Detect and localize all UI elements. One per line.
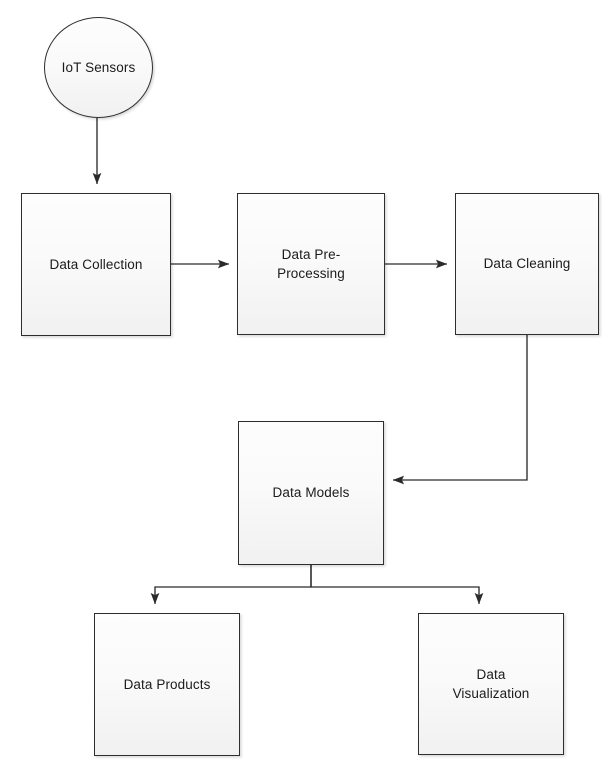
node-data-collection[interactable]: Data Collection — [21, 193, 171, 336]
node-label-iot-sensors: IoT Sensors — [61, 59, 136, 75]
edge-models-to-products — [150, 565, 312, 605]
node-label-data-models: Data Models — [272, 485, 350, 501]
node-data-products[interactable]: Data Products — [94, 613, 240, 756]
node-data-visualization[interactable]: Data Visualization — [418, 613, 564, 755]
node-data-pre-processing[interactable]: Data Pre- Processing — [237, 193, 385, 335]
node-data-models[interactable]: Data Models — [238, 421, 384, 565]
edge-cleaning-to-models — [392, 335, 528, 485]
node-label-data-visualization: Data Visualization — [452, 666, 530, 701]
edge-models-to-visualization — [310, 565, 484, 605]
node-label-data-cleaning: Data Cleaning — [483, 256, 571, 272]
node-label-data-collection: Data Collection — [49, 256, 143, 272]
node-label-data-products: Data Products — [123, 676, 211, 692]
node-label-data-pre-processing: Data Pre- Processing — [277, 246, 345, 281]
node-data-cleaning[interactable]: Data Cleaning — [455, 193, 599, 335]
node-iot-sensors[interactable]: IoT Sensors — [44, 17, 153, 118]
